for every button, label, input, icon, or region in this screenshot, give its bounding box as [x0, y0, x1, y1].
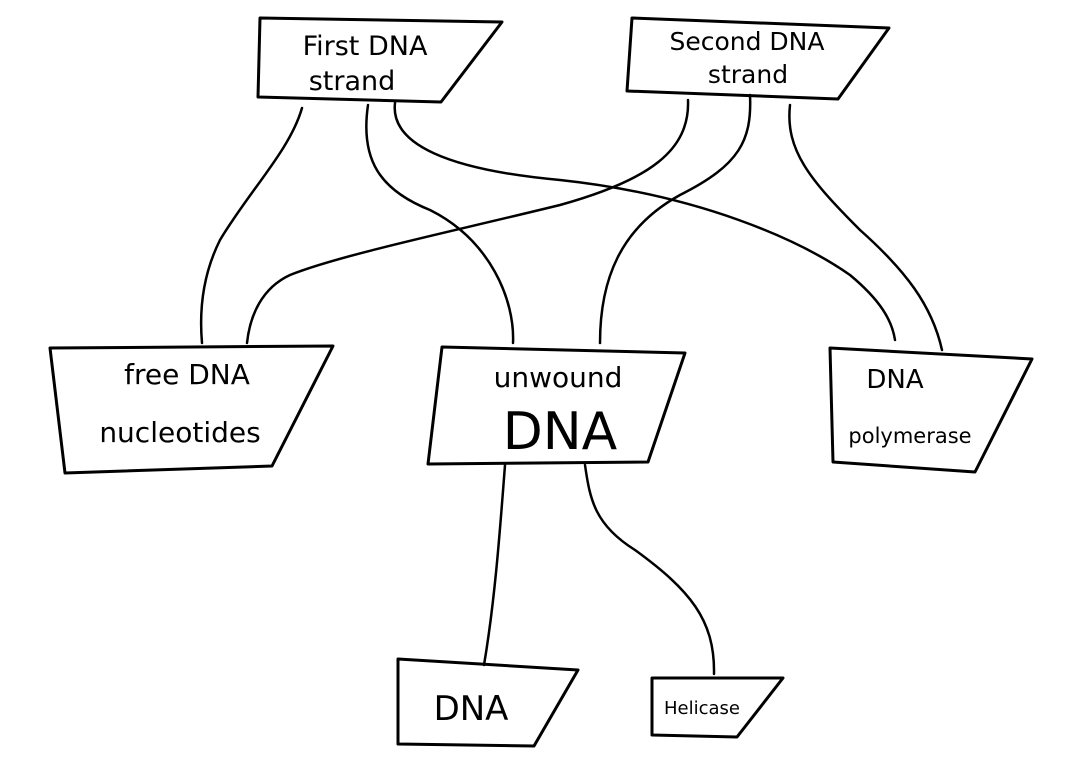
node-second-dna-strand-shape — [625, 16, 891, 101]
node-second-dna-strand: Second DNA strand — [625, 16, 891, 101]
edge-unwound-dna-to-dna — [482, 463, 507, 667]
node-dna-polymerase-line2: polymerase — [848, 424, 971, 448]
node-first-dna-strand-line1: First DNA — [303, 31, 428, 62]
node-helicase-shape — [650, 676, 785, 739]
edge-unwound-dna-to-helicase — [583, 463, 716, 676]
edge-first-strand-to-dna-polymerase — [393, 101, 897, 342]
edge-second-strand-to-free-nucleotides — [245, 98, 690, 345]
node-dna-polymerase: DNA polymerase — [828, 346, 1034, 474]
node-unwound-dna: unwound DNA — [426, 345, 687, 466]
node-dna: DNA — [396, 657, 580, 748]
edge-second-strand-to-unwound-dna — [598, 93, 752, 345]
edge-second-strand-to-dna-polymerase — [788, 103, 944, 352]
node-first-dna-strand: First DNA strand — [256, 16, 504, 104]
node-free-dna-nucleotides: free DNA nucleotides — [48, 344, 335, 475]
node-dna-polymerase-shape — [828, 346, 1034, 474]
node-free-dna-nucleotides-line1: free DNA — [124, 358, 250, 391]
node-dna-shape — [396, 657, 580, 748]
edge-first-strand-to-free-nucleotides — [199, 106, 304, 345]
node-dna-polymerase-line1: DNA — [866, 365, 923, 395]
node-helicase: Helicase — [650, 676, 785, 739]
node-second-dna-strand-line2: strand — [708, 60, 788, 89]
node-first-dna-strand-shape — [256, 16, 504, 104]
node-unwound-dna-line1: unwound — [494, 361, 623, 394]
node-helicase-label: Helicase — [664, 698, 740, 719]
node-free-dna-nucleotides-line2: nucleotides — [99, 416, 260, 449]
node-second-dna-strand-line1: Second DNA — [669, 27, 824, 56]
node-first-dna-strand-line2: strand — [309, 66, 396, 97]
edge-first-strand-to-unwound-dna — [365, 103, 515, 345]
node-free-dna-nucleotides-shape — [48, 344, 335, 475]
node-dna-label: DNA — [434, 689, 509, 729]
edges — [199, 93, 944, 676]
node-unwound-dna-line2: DNA — [503, 402, 618, 462]
node-unwound-dna-shape — [426, 345, 687, 466]
